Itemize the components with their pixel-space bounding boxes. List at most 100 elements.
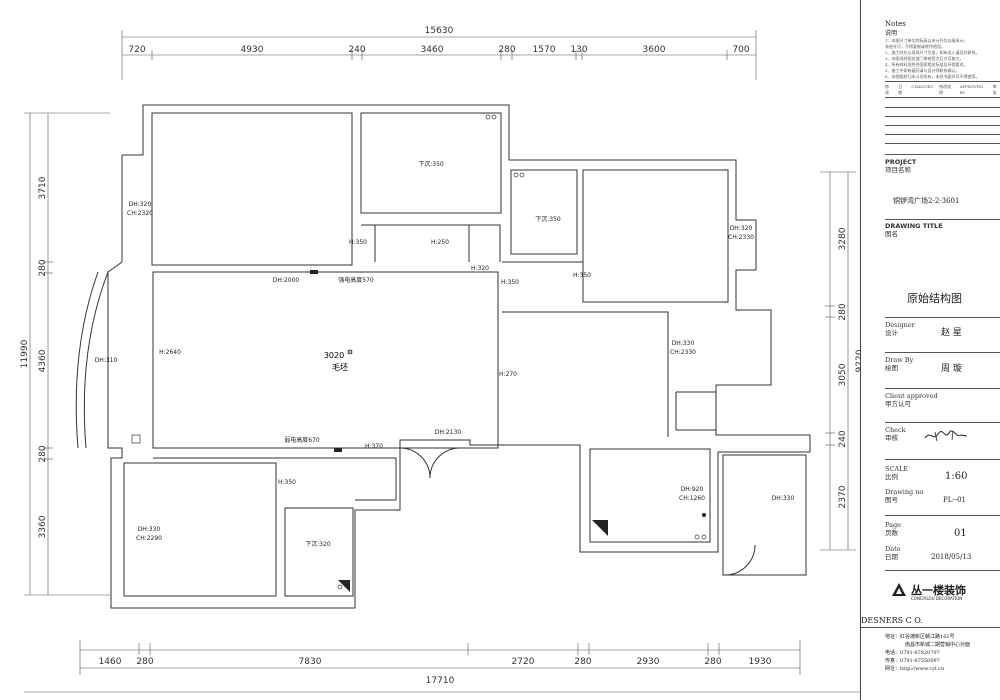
tel-label: 电话：: [885, 650, 901, 656]
page-sublabel: 页数: [885, 529, 898, 537]
drawing-title: 原始结构图: [907, 292, 962, 305]
rev-header: APPROVED BY: [959, 84, 984, 95]
rev-header: 审批: [992, 84, 997, 95]
room-label: 下沉:350: [418, 160, 444, 168]
dim-left-4: 280: [38, 445, 48, 462]
designer-name: 赵 星: [941, 328, 962, 338]
room-label: H:350: [573, 272, 591, 279]
area-label: 3020: [324, 351, 344, 360]
walls: [75, 104, 811, 609]
drawby-sublabel: 绘图: [885, 364, 898, 372]
drawing-title-label: DRAWING TITLE: [885, 222, 943, 230]
dim-bottom-2: 280: [136, 657, 153, 667]
scale-value: 1:60: [945, 471, 968, 482]
drawing-title-sublabel: 图名: [885, 230, 898, 238]
drawing-no-sublabel: 图号: [885, 496, 898, 504]
drawing-no-label: Drawing no: [885, 488, 924, 496]
room-label: 下沉:350: [535, 215, 561, 223]
dim-bottom-6: 2930: [637, 657, 660, 667]
room-label: DH:310: [95, 357, 118, 364]
note-line: 4、所有材料须符合国家相关标准及环保要求。: [885, 62, 968, 67]
dim-top-4: 3460: [421, 45, 444, 55]
room-label: DH:920: [681, 486, 704, 493]
company-name: DESNERS C O.: [861, 616, 923, 625]
room-label: CH:2290: [136, 535, 162, 542]
dim-left-5: 3360: [38, 515, 48, 538]
project-label: PROJECT: [885, 158, 917, 166]
note-line: 5、施工中如有疑问请与设计师联系确认。: [885, 68, 960, 73]
dim-bottom-5: 280: [574, 657, 591, 667]
room-label: DH:2130: [435, 429, 462, 436]
contact-block: 地址：红谷滩新区赣江路162号 南昌市新城二期营销中心对面 电话：0791-87…: [885, 633, 970, 673]
room-label: DH:2000: [273, 277, 300, 284]
fax-value: 0791-87550097: [900, 658, 940, 664]
dim-top-8: 3600: [643, 45, 666, 55]
note-line: 2、施工时应以现场尺寸为准，如有出入请及时联系。: [885, 50, 980, 55]
rev-header: CHANGES: [911, 84, 934, 89]
logo-mark-icon: [892, 583, 906, 596]
dim-left-2: 280: [38, 259, 48, 276]
notes-title: Notes: [885, 20, 906, 28]
rough-finish-label: 毛坯: [332, 362, 348, 372]
web-value: http://www.cyl.cn: [900, 666, 945, 672]
check-label: Check: [885, 426, 906, 434]
dim-left-1: 3710: [38, 176, 48, 199]
logo-text: 丛一楼装饰: [911, 584, 966, 597]
dim-bottom-1: 1460: [99, 657, 122, 667]
designer-sublabel: 设计: [885, 329, 898, 337]
project-name: 铜锣湾广场2-2-3601: [893, 197, 960, 205]
note-line: 1、本图尺寸单位除标高以米计外均以毫米计。: [885, 38, 968, 43]
note-line: 未经许可，不得复制或转作他用。: [885, 44, 945, 49]
dim-top-total: 15630: [425, 26, 454, 36]
note-line: 6、本图版权归本公司所有，未经书面许可不得使用。: [885, 74, 980, 79]
area-marker-icon: [347, 349, 353, 355]
page-label: Page: [885, 521, 901, 529]
revision-headers: 修改 日期 CHANGES 修改说明 APPROVED BY 审批: [885, 84, 1000, 96]
room-label: CH:2320: [127, 210, 153, 217]
dim-top-5: 280: [498, 45, 515, 55]
notes-list: 1、本图尺寸单位除标高以米计外均以毫米计。 未经许可，不得复制或转作他用。 2、…: [885, 38, 1000, 80]
dim-top-3: 240: [348, 45, 365, 55]
dim-bottom-7: 280: [704, 657, 721, 667]
room-label: CH:1260: [679, 495, 705, 502]
dim-bottom-8: 1930: [749, 657, 772, 667]
dim-left-3: 4360: [38, 349, 48, 372]
dim-right-3: 3050: [838, 363, 848, 386]
room-label: H:350: [349, 239, 367, 246]
room-label: H:2640: [159, 349, 181, 356]
room-label: CH:2330: [728, 234, 754, 241]
dim-right-1: 3280: [838, 227, 848, 250]
rev-header: 修改: [885, 84, 889, 95]
drawby-label: Draw By: [885, 356, 914, 364]
check-sublabel: 审核: [885, 434, 898, 442]
note-line: 3、本图须经相关部门审核签字后方可施工。: [885, 56, 964, 61]
room-label: DH:320: [129, 201, 152, 208]
room-label: CH:2330: [670, 349, 696, 356]
dim-right-2: 280: [838, 303, 848, 320]
floor-plan: 15630 720 4930 240 3460 280 1570 130 360…: [20, 26, 860, 693]
dim-bottom-3: 7830: [299, 657, 322, 667]
dim-bottom-total: 17710: [426, 676, 455, 686]
rev-header: 日期: [898, 84, 903, 95]
dim-right-4: 240: [838, 430, 848, 447]
date-value: 2018/05/13: [931, 553, 972, 561]
room-label: H:350: [278, 479, 296, 486]
room-label: DH:330: [672, 340, 695, 347]
drawing-no-value: PL--01: [943, 496, 966, 504]
room-label: 下沉:320: [305, 540, 331, 548]
date-sublabel: 日期: [885, 553, 898, 561]
project-sublabel: 项目名称: [885, 166, 911, 174]
room-label: H:350: [501, 279, 519, 286]
page-value: 01: [954, 528, 967, 539]
rev-header: 修改说明: [939, 84, 952, 95]
room-label: H:250: [431, 239, 449, 246]
notes-subtitle: 说明: [885, 30, 898, 37]
room-label: H:270: [499, 371, 517, 378]
address-line-2: 南昌市新城二期营销中心对面: [905, 642, 971, 648]
logo-english: CONGYILOU DECORATION: [911, 596, 963, 601]
address-line-1: 红谷滩新区赣江路162号: [900, 634, 955, 640]
dim-top-9: 700: [732, 45, 749, 55]
dim-top-7: 130: [570, 45, 587, 55]
scale-label: SCALE: [885, 465, 909, 473]
room-label: DH:320: [730, 225, 753, 232]
